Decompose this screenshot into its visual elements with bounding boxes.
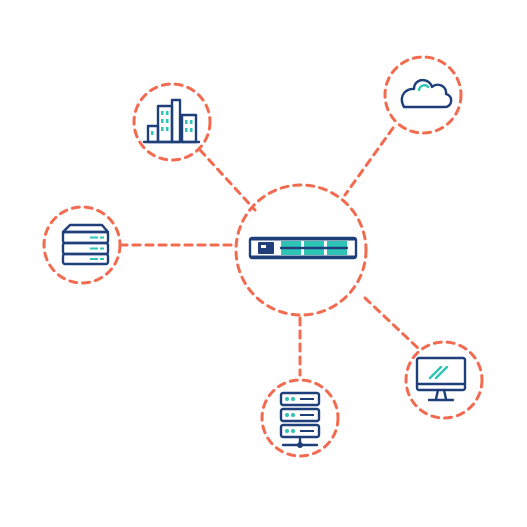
server-node-circle [260,378,340,458]
network-server-icon [279,391,321,448]
connector-office [198,148,257,212]
storage-node-circle [42,205,122,285]
cloud-node-circle [383,55,463,135]
cloud-icon [400,78,453,109]
connector-monitor [363,296,422,352]
rack-server-appliance-icon [248,236,358,260]
connectors [118,126,422,377]
office-node-circle [132,82,212,162]
monitor-node-circle [404,340,484,420]
storage-stack-icon [61,223,110,266]
office-buildings-icon [142,98,201,144]
hub-circle [234,183,368,317]
desktop-monitor-icon [415,356,467,402]
connector-cloud [343,126,395,197]
